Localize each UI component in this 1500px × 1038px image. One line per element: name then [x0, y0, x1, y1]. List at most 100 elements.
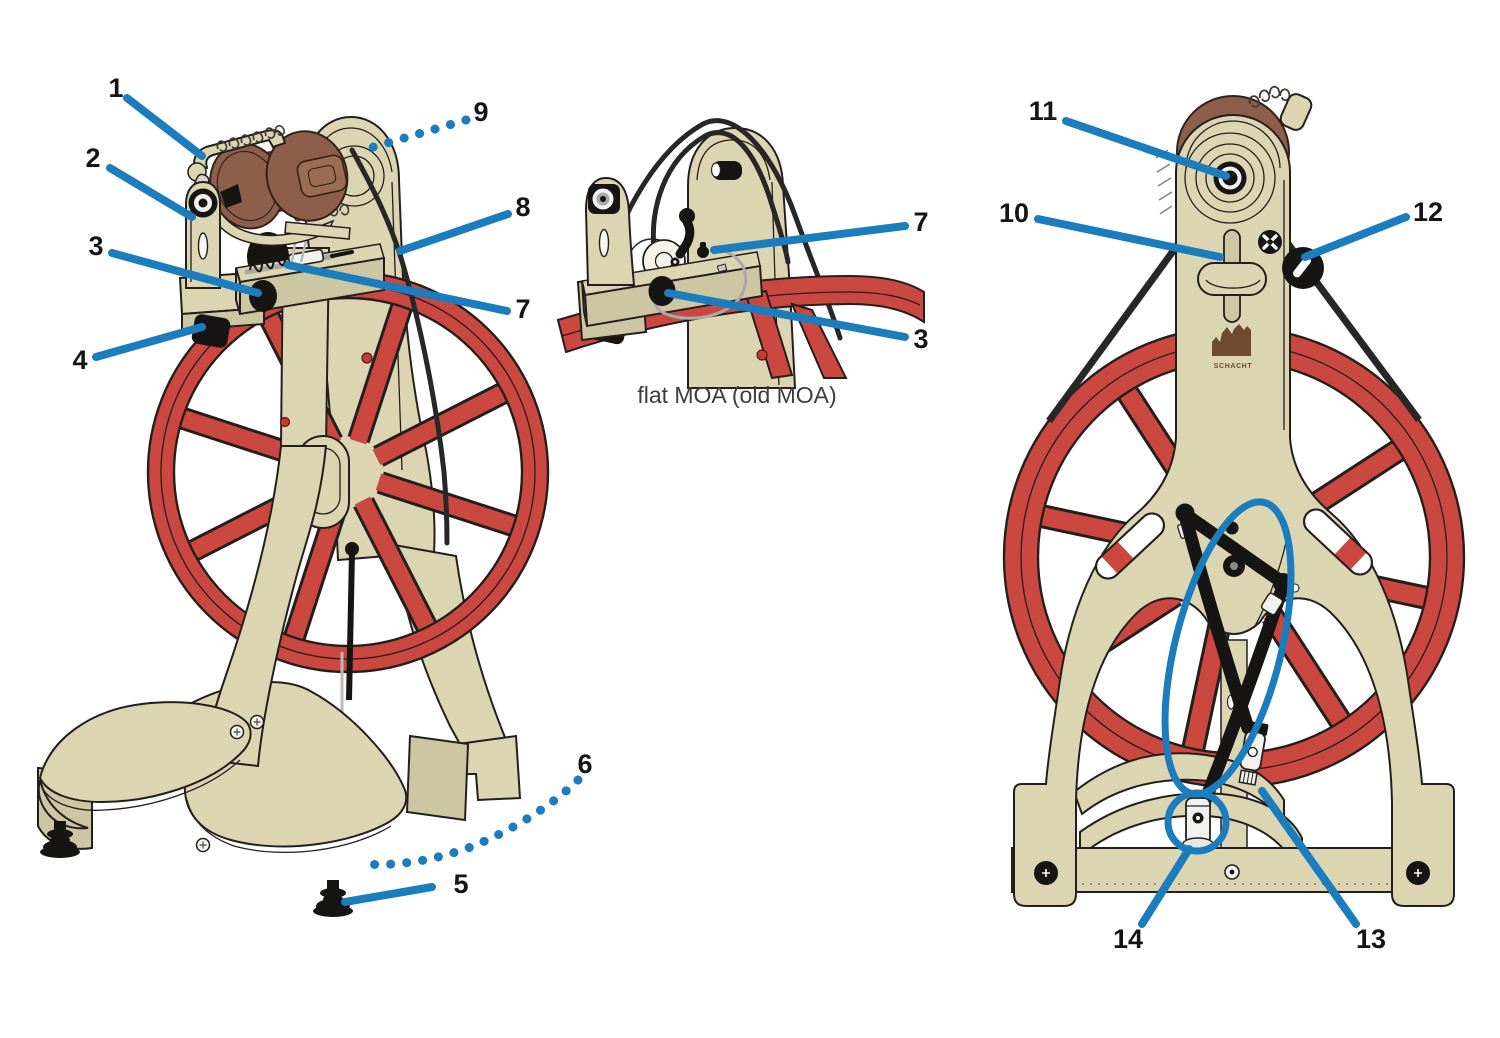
figure-side-view: [37, 115, 550, 917]
back-hub-ring-2: [1195, 143, 1265, 213]
callout-6-number: 6: [577, 749, 592, 779]
logo-mark: [1212, 324, 1251, 356]
front-leg: [203, 445, 328, 768]
callout-7-line: [284, 261, 511, 315]
detail-hinge-bolt: [697, 246, 709, 258]
leg-slot-left: [1095, 512, 1165, 580]
whorl-boss: [296, 154, 348, 198]
callout-14-line: [1138, 845, 1193, 928]
rear-post-screw: [361, 352, 373, 364]
brand-logo: SCHACHT: [1212, 324, 1252, 370]
callout-6-line: [357, 775, 583, 869]
callouts-side-view: 1 2 3 4 5 6 7 8 9: [72, 73, 593, 906]
back-hub-ring-1: [1205, 153, 1255, 203]
callout-1-line: [123, 94, 206, 160]
back-post-top-line: [1185, 120, 1281, 169]
flyer-shaft-shadow: [220, 184, 242, 208]
callout-4-line: [92, 323, 206, 361]
callout-13-line: [1258, 787, 1360, 928]
clevis-fitting: [1260, 592, 1284, 616]
back-hub-ring-3: [1184, 132, 1276, 224]
detail-moa-nut: [716, 263, 728, 273]
detail-moa-screw-center: [673, 260, 677, 264]
callout-12-number: 12: [1413, 197, 1443, 227]
base-screw-right-cross: [1414, 869, 1422, 877]
callout-11-line: [1062, 117, 1230, 180]
whorl-boss-inner: [307, 164, 337, 188]
base-screw-left-cross: [1042, 869, 1050, 877]
flyer-assembly: [187, 124, 351, 247]
leg-screw-1: [229, 724, 245, 740]
detail-moa-left-cap: [581, 280, 588, 327]
maiden-bearing-hole: [198, 198, 208, 208]
drive-band: [349, 147, 450, 546]
callout-10-number: 10: [999, 198, 1029, 228]
callout-8-number: 8: [515, 192, 530, 222]
connector-lower: [1182, 797, 1214, 851]
tension-spring: [249, 254, 292, 273]
callout-5-number: 5: [453, 869, 468, 899]
logo-text: SCHACHT: [1214, 363, 1253, 370]
maiden-slot: [197, 232, 209, 260]
detail-post-screw: [756, 349, 768, 361]
callout-9-line: [355, 115, 471, 156]
detail-axle-peg-cap: [710, 162, 722, 178]
base-screw-center-dot: [1229, 869, 1235, 875]
highlight-circle: [1164, 789, 1230, 855]
flyer-top-knob: [1279, 93, 1313, 131]
tension-knob: [249, 280, 277, 312]
detail-callout-3-number: 3: [913, 324, 928, 354]
callout-11-number: 11: [1029, 96, 1058, 126]
tension-turnbuckle: [287, 248, 325, 268]
detail-drive-band-inner: [650, 130, 791, 265]
callout-9-number: 9: [473, 97, 488, 127]
callout-10-line: [1034, 215, 1224, 261]
treadle-left-edge: [41, 759, 241, 811]
callout-5-line: [341, 883, 436, 906]
footman-rod: [346, 551, 355, 701]
detail-callout-7-line: [710, 222, 909, 254]
front-post-screw-1: [279, 416, 291, 428]
callout-1-number: 1: [108, 73, 123, 103]
tension-knob-handle: [1197, 262, 1267, 296]
flyer-lower-arm: [284, 221, 351, 240]
detail-bearing-hole: [600, 196, 606, 202]
detail-tension-lever: [675, 217, 695, 259]
callouts-back-view: 10 11 12 13 14: [999, 96, 1443, 954]
treadle-left: [38, 701, 252, 804]
right-leg-fold-line: [1253, 537, 1288, 629]
crank-pin: [345, 542, 359, 556]
callout-2-line: [106, 164, 196, 221]
linkage-rod-upper: [1182, 510, 1286, 587]
detail-maiden-slot: [598, 228, 610, 258]
leg-slot-right: [1303, 508, 1373, 576]
callout-4-number: 4: [72, 345, 87, 375]
callout-3-line: [108, 249, 262, 297]
detail-caption: flat MOA (old MOA): [637, 382, 836, 408]
callout-8-line: [396, 210, 512, 255]
treadle-screw: [195, 837, 211, 853]
detail-callout-7-number: 7: [913, 207, 928, 237]
tension-knob-handle-line: [1205, 279, 1261, 289]
callout-7-number: 7: [515, 294, 530, 324]
treadle-hinge-block: [405, 734, 470, 822]
detail-tension-knob: [648, 276, 676, 306]
crank-dot-large-center: [1230, 562, 1238, 570]
callout-12-line: [1301, 213, 1410, 261]
linkage-rod-right: [1196, 582, 1289, 813]
treadle-right-edge: [186, 799, 392, 854]
figure-detail-view: flat MOA (old MOA): [556, 118, 925, 408]
figure-back-view: SCHACHT: [1002, 85, 1466, 907]
tension-rod-end: [330, 250, 354, 258]
crank-pivot: [1175, 503, 1195, 523]
drive-band-knob-hole: [1293, 256, 1311, 278]
callout-13-number: 13: [1356, 924, 1386, 954]
brake-bumper: [191, 314, 231, 348]
leg-screw-2: [249, 714, 265, 730]
callout-14-number: 14: [1113, 924, 1143, 954]
detail-callout-3-line: [664, 289, 909, 341]
cross-fitting: [1258, 230, 1282, 254]
callouts-detail-view: 7 3: [664, 207, 929, 354]
